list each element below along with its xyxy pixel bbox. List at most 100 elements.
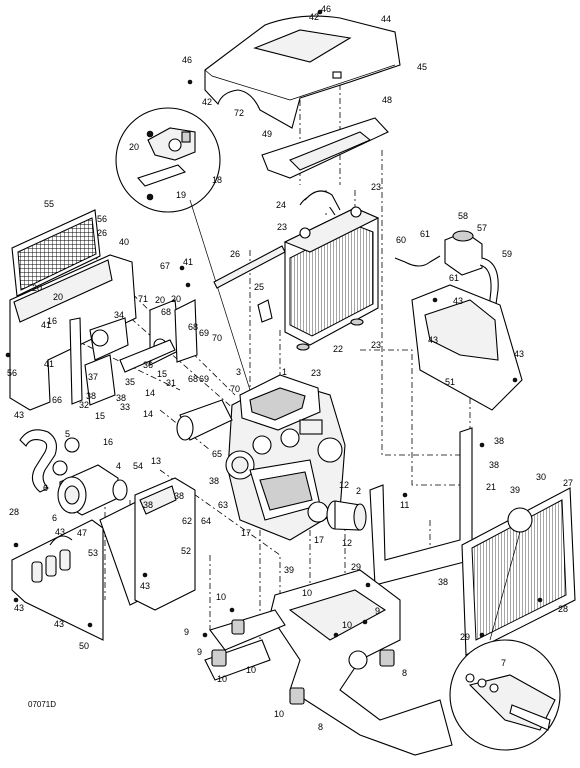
- callout-15: 15: [95, 411, 105, 421]
- callout-66: 66: [52, 395, 62, 405]
- engine-mount-bracket: [369, 427, 473, 586]
- callout-8: 8: [402, 668, 407, 678]
- callout-26: 26: [230, 249, 240, 259]
- callout-38: 38: [438, 577, 448, 587]
- callout-8: 8: [0, 0, 5, 2]
- callout-43: 43: [140, 581, 150, 591]
- callout-47: 47: [77, 528, 87, 538]
- callout-11: 11: [400, 500, 409, 510]
- detail-view-latch: [115, 107, 251, 391]
- callout-28: 28: [9, 507, 19, 517]
- callout-18: 18: [212, 175, 222, 185]
- callout-7: 7: [501, 658, 506, 668]
- callout-43: 43: [55, 527, 65, 537]
- callout-1: 1: [282, 367, 287, 377]
- radiator: [283, 190, 380, 351]
- bracket-assembly-left: [69, 317, 129, 406]
- callout-70: 70: [212, 333, 222, 343]
- callout-23: 23: [371, 182, 381, 192]
- drive-pulley: [326, 500, 367, 531]
- callout-43: 43: [54, 619, 64, 629]
- callout-51: 51: [445, 377, 455, 387]
- callout-6: 6: [52, 513, 57, 523]
- callout-57: 57: [477, 223, 487, 233]
- callout-60: 60: [396, 235, 406, 245]
- callout-38: 38: [494, 436, 504, 446]
- callout-50: 50: [79, 641, 89, 651]
- callout-46: 46: [321, 4, 331, 14]
- callout-4: 4: [116, 461, 121, 471]
- callout-42: 42: [202, 97, 212, 107]
- callout-55: 55: [44, 199, 54, 209]
- callout-34: 34: [114, 310, 124, 320]
- front-panel-right: [134, 477, 196, 611]
- callout-43: 43: [428, 335, 438, 345]
- callout-41: 41: [44, 359, 54, 369]
- callout-16: 16: [47, 316, 57, 326]
- callout-10: 10: [246, 665, 256, 675]
- callout-71: 71: [138, 294, 148, 304]
- callout-21: 21: [486, 482, 496, 492]
- callout-69: 69: [199, 328, 209, 338]
- callout-38: 38: [116, 393, 126, 403]
- callout-44: 44: [381, 14, 391, 24]
- callout-67: 67: [160, 261, 170, 271]
- callout-38: 38: [86, 391, 96, 401]
- oil-cooler: [461, 487, 576, 656]
- callout-16: 16: [103, 437, 113, 447]
- callout-43: 43: [14, 603, 24, 613]
- callout-59: 59: [502, 249, 512, 259]
- air-cleaner: [57, 464, 128, 516]
- callout-54: 54: [133, 461, 143, 471]
- callout-29: 29: [460, 632, 470, 642]
- fasteners: [5, 9, 543, 638]
- engine-mounts: [211, 619, 395, 705]
- callout-61: 61: [449, 273, 459, 283]
- callout-9: 9: [197, 647, 202, 657]
- callout-68: 68: [188, 374, 198, 384]
- engine-frame: [204, 569, 453, 756]
- callout-35: 35: [125, 377, 135, 387]
- callout-23: 23: [311, 368, 321, 378]
- hood-support: [261, 117, 389, 179]
- callout-30: 30: [536, 472, 546, 482]
- callout-62: 62: [182, 516, 192, 526]
- drawing-number: 07071D: [28, 700, 57, 709]
- callout-31: 31: [166, 378, 176, 388]
- callout-10: 10: [302, 588, 312, 598]
- callout-10: 10: [274, 709, 284, 719]
- callout-70: 70: [230, 384, 240, 394]
- air-intake-hose: [19, 429, 80, 493]
- callout-42: 42: [309, 12, 319, 22]
- callout-46: 46: [182, 55, 192, 65]
- callout-14: 14: [145, 388, 155, 398]
- callout-43: 43: [514, 349, 524, 359]
- callout-20: 20: [53, 292, 63, 302]
- callout-29: 29: [351, 562, 361, 572]
- right-side-panel: [411, 284, 523, 411]
- callout-17: 17: [241, 528, 251, 538]
- hood: [204, 15, 401, 129]
- callout-27: 27: [563, 478, 573, 488]
- callout-23: 23: [371, 340, 381, 350]
- callout-68: 68: [188, 322, 198, 332]
- callout-20: 20: [129, 142, 139, 152]
- callout-17: 17: [314, 535, 324, 545]
- callout-58: 58: [458, 211, 468, 221]
- callout-53: 53: [88, 548, 98, 558]
- callout-10: 10: [217, 674, 227, 684]
- engine: [176, 374, 346, 541]
- callout-43: 43: [14, 410, 24, 420]
- front-panel-mid: [99, 499, 141, 606]
- callout-38: 38: [174, 491, 184, 501]
- callout-39: 39: [510, 485, 520, 495]
- callout-56: 56: [97, 214, 107, 224]
- callout-49: 49: [262, 129, 272, 139]
- callout-56: 56: [7, 368, 17, 378]
- callout-13: 13: [151, 456, 161, 466]
- callout-22: 22: [333, 344, 343, 354]
- callout-65: 65: [212, 449, 222, 459]
- callout-5: 5: [65, 429, 70, 439]
